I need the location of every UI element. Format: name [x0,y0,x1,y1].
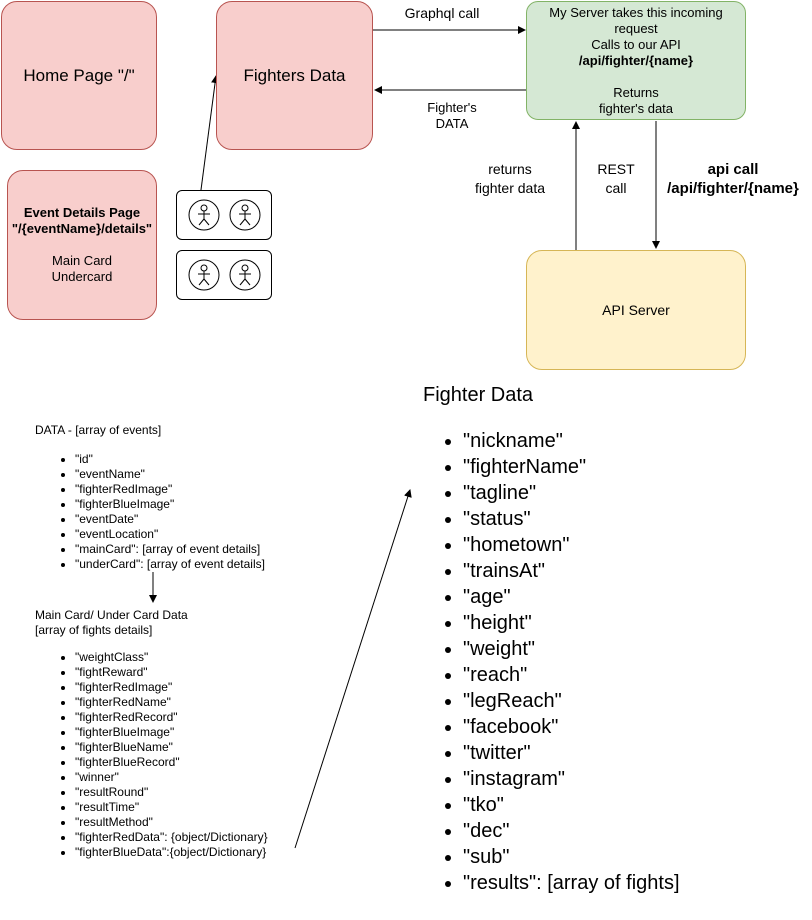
card-to-fighter-data-arrow [294,489,412,849]
list-item: "fightReward" [75,665,325,680]
my-server-endpoint: /api/fighter/{name} [578,52,694,68]
list-item: "nickname" [463,428,803,454]
list-item: "hometown" [463,532,803,558]
fighters-data-label: Fighters Data [243,65,346,85]
events-data-list: DATA - [array of events] "id" "eventName… [35,423,325,572]
list-item: "eventName" [75,467,325,482]
list-item: "fighterRedImage" [75,482,325,497]
events-data-items: "id" "eventName" "fighterRedImage" "figh… [35,452,325,572]
home-page-label: Home Page "/" [23,65,135,85]
list-item: "resultRound" [75,785,325,800]
api-server-label: API Server [602,302,670,318]
list-item: "fighterRedRecord" [75,710,325,725]
list-item: "reach" [463,662,803,688]
list-item: "results": [array of fights] [463,870,803,896]
card-data-list: Main Card/ Under Card Data [array of fig… [35,608,325,860]
event-details-undercard: Undercard [51,269,113,284]
graphql-call-label: Graphql call [404,5,480,21]
fighter-icon [188,199,219,231]
list-item: "facebook" [463,714,803,740]
list-item: "status" [463,506,803,532]
list-item: "winner" [75,770,325,785]
list-item: "underCard": [array of event details] [75,557,325,572]
list-item: "legReach" [463,688,803,714]
list-item: "age" [463,584,803,610]
returns-fighter-data-label: returns fighter data [474,161,546,196]
list-item: "weightClass" [75,650,325,665]
api-server-box: API Server [526,250,746,370]
list-item: "height" [463,610,803,636]
list-item: "resultTime" [75,800,325,815]
event-details-main-card: Main Card [52,253,112,268]
list-item: "sub" [463,844,803,870]
list-item: "fighterRedImage" [75,680,325,695]
list-item: "fighterBlueRecord" [75,755,325,770]
fighter-pair-group-bottom [176,250,272,300]
list-item: "resultMethod" [75,815,325,830]
event-details-box: Event Details Page "/{eventName}/details… [7,170,157,320]
my-server-line-5: fighter's data [598,100,674,116]
fighter-data-title: Fighter Data [423,384,534,406]
list-item: "fighterBlueName" [75,740,325,755]
list-item: "mainCard": [array of event details] [75,542,325,557]
card-data-title-line-1: Main Card/ Under Card Data [35,608,188,622]
list-item: "twitter" [463,740,803,766]
list-item: "eventLocation" [75,527,325,542]
my-server-line-2: Calls to our API [591,36,681,52]
list-item: "id" [75,452,325,467]
list-item: "fighterRedName" [75,695,325,710]
card-data-title-line-2: [array of fights details] [35,623,153,637]
list-item: "fighterBlueImage" [75,725,325,740]
fighter-icon [188,259,219,291]
event-details-title: Event Details Page [23,205,141,220]
event-details-route: "/{eventName}/details" [11,221,153,236]
list-item: "trainsAt" [463,558,803,584]
my-server-box: My Server takes this incoming request Ca… [526,1,746,120]
fighters-data-box: Fighters Data [216,1,373,150]
list-item: "fighterName" [463,454,803,480]
list-item: "instagram" [463,766,803,792]
list-item: "tagline" [463,480,803,506]
list-item: "eventDate" [75,512,325,527]
list-item: "fighterBlueData":{object/Dictionary} [75,845,325,860]
events-data-title: DATA - [array of events] [35,423,162,437]
my-server-line-4: Returns [613,84,659,100]
fighter-icon [229,199,260,231]
fighter-to-fighters-data-arrow [198,75,220,206]
list-item: "tko" [463,792,803,818]
api-call-label: api call /api/fighter/{name} [667,161,799,197]
home-page-box: Home Page "/" [1,1,157,150]
fighter-pair-group-top [176,190,272,240]
fighter-data-list: Fighter Data "nickname" "fighterName" "t… [423,382,803,896]
list-item: "weight" [463,636,803,662]
fighters-data-edge-label: Fighter's DATA [427,100,477,131]
list-item: "dec" [463,818,803,844]
card-data-items: "weightClass" "fightReward" "fighterRedI… [35,650,325,860]
list-item: "fighterBlueImage" [75,497,325,512]
rest-call-label: REST call [597,161,635,196]
list-item: "fighterRedData": {object/Dictionary} [75,830,325,845]
my-server-line-1: My Server takes this incoming request [549,4,723,36]
fighter-data-items: "nickname" "fighterName" "tagline" "stat… [423,428,803,896]
fighter-icon [229,259,260,291]
